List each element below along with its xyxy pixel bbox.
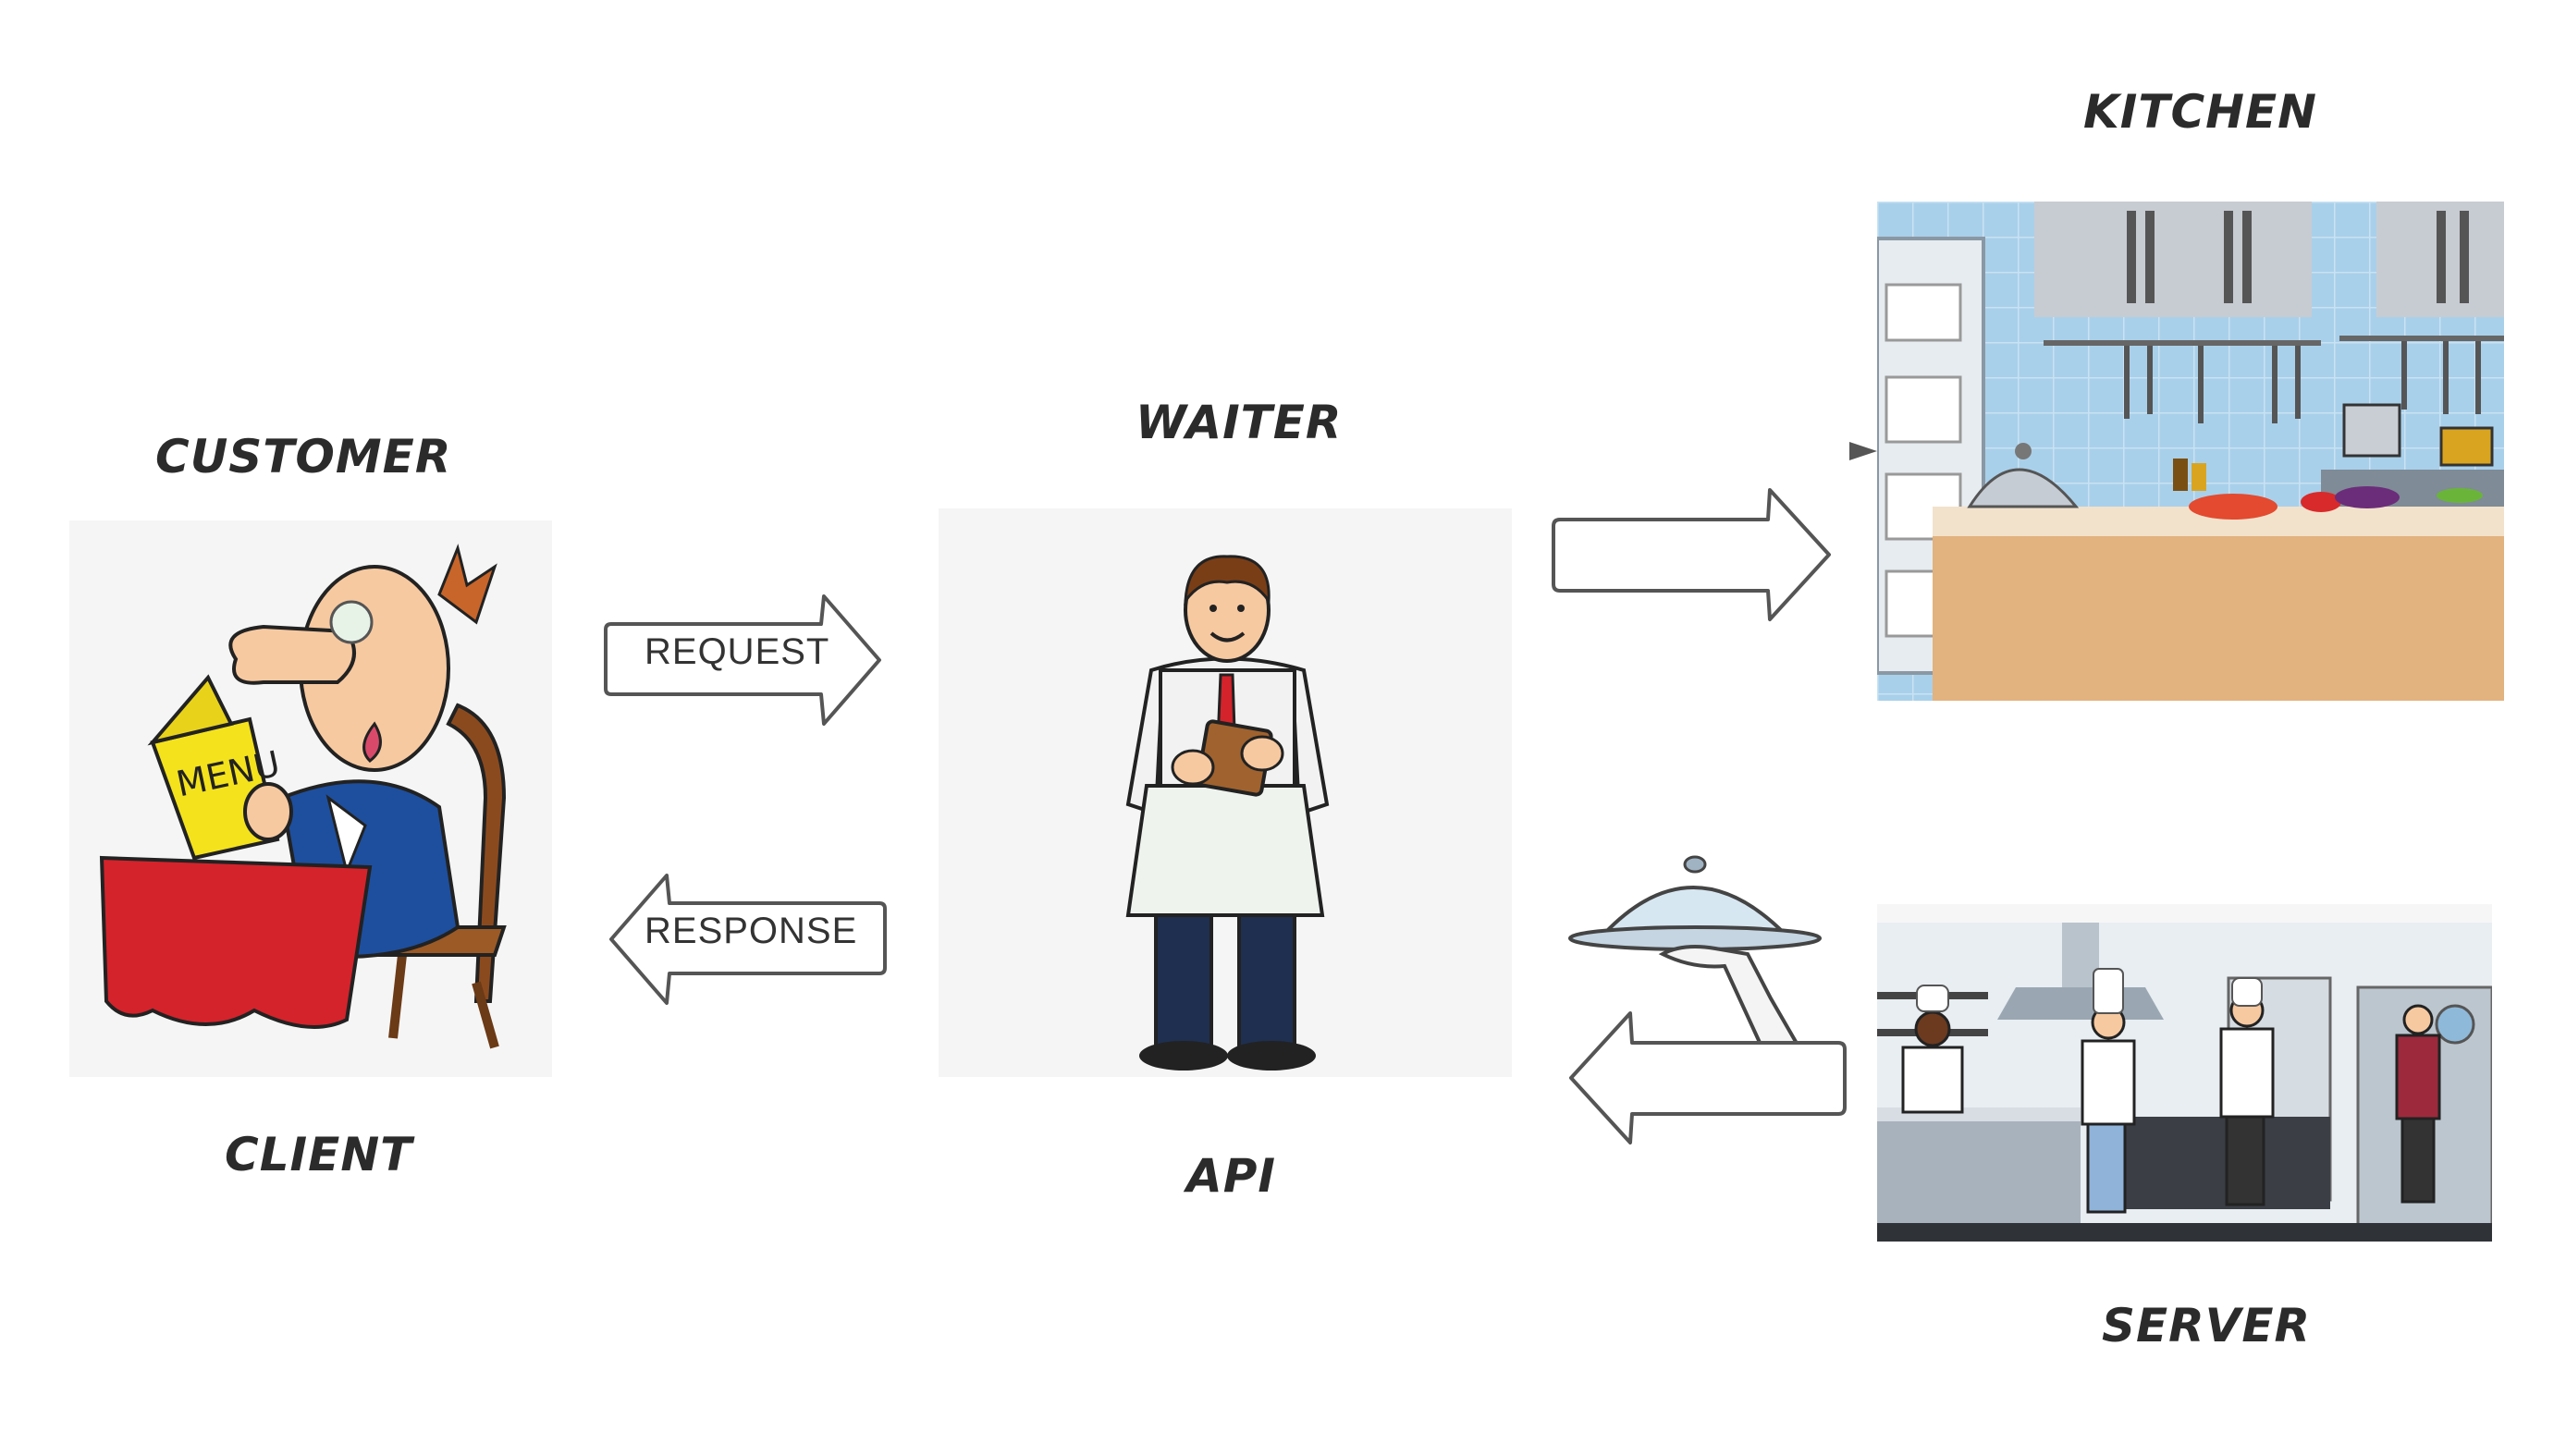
client-label: CLIENT	[225, 1128, 413, 1181]
customer-illustration: MENU	[69, 520, 552, 1077]
api-label: API	[1186, 1149, 1276, 1203]
server-label: SERVER	[2102, 1299, 2312, 1352]
kitchen-label: KITCHEN	[2083, 85, 2317, 139]
serving-cloche-icon	[1553, 804, 1845, 1049]
kitchen-illustration	[1877, 202, 2504, 701]
to-kitchen-arrow	[1551, 487, 1833, 623]
chefs-illustration	[1877, 904, 2492, 1242]
pointer-triangle-icon	[1849, 442, 1877, 460]
response-arrow	[608, 874, 887, 1005]
waiter-label: WAITER	[1136, 396, 1343, 449]
request-label: REQUEST	[645, 631, 830, 672]
from-server-arrow	[1567, 1010, 1848, 1146]
request-arrow	[604, 594, 883, 726]
customer-label: CUSTOMER	[155, 430, 452, 483]
waiter-illustration	[939, 508, 1512, 1077]
response-label: RESPONSE	[645, 911, 858, 951]
